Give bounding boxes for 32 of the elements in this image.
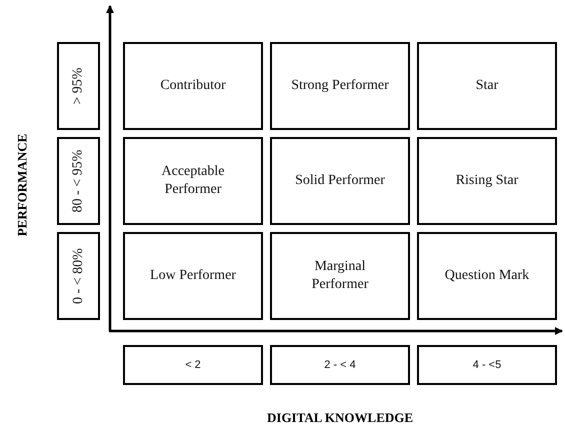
- range-label: 2 - < 4: [324, 358, 356, 372]
- category-label: Question Mark: [444, 266, 530, 285]
- range-label: 0 - < 80%: [69, 248, 86, 304]
- range-label: > 95%: [69, 67, 86, 105]
- category-label: Acceptable Performer: [160, 162, 226, 199]
- category-box: [270, 232, 410, 320]
- category-label: Solid Performer: [295, 172, 385, 190]
- category-label: Star: [476, 76, 498, 95]
- axis-title: DIGITAL KNOWLEDGE: [267, 410, 414, 426]
- range-label: 4 - <5: [472, 358, 502, 372]
- range-label: < 2: [185, 358, 201, 372]
- range-box: [123, 345, 263, 385]
- range-box: [57, 42, 100, 130]
- category-box: [123, 137, 263, 225]
- category-box: [270, 42, 410, 130]
- range-box: [57, 137, 100, 225]
- range-box: [417, 345, 557, 385]
- category-label: Rising Star: [456, 172, 518, 190]
- category-box: [123, 232, 263, 320]
- category-box: [123, 42, 263, 130]
- category-box: [417, 232, 557, 320]
- category-label: Contributor: [160, 76, 226, 95]
- range-box: [270, 345, 410, 385]
- category-label: Strong Performer: [291, 76, 389, 95]
- category-box: [270, 137, 410, 225]
- range-label: 80 - < 95%: [69, 150, 86, 212]
- category-label: Marginal Performer: [310, 258, 370, 294]
- category-label: Low Performer: [150, 266, 236, 285]
- category-box: [417, 137, 557, 225]
- category-box: [417, 42, 557, 130]
- range-box: [57, 232, 100, 320]
- axis-title: PERFORMANCE: [14, 134, 30, 236]
